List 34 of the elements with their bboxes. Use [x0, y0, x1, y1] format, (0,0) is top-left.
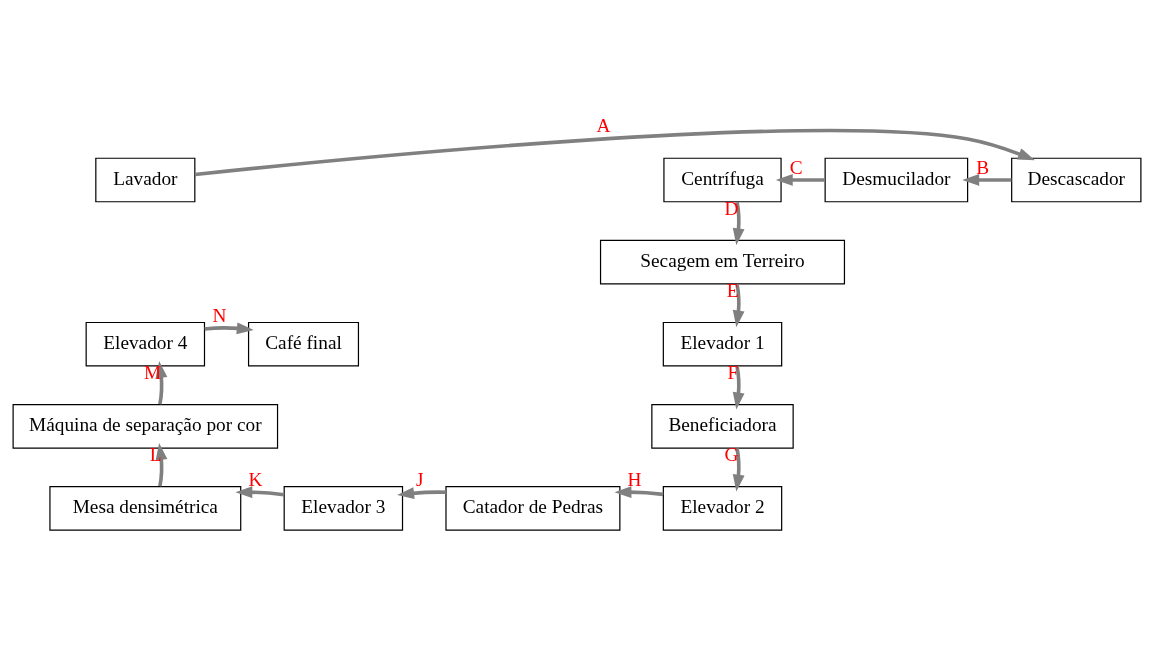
arrow	[194, 128, 1035, 176]
edge-label: C	[789, 156, 803, 178]
arrow	[204, 321, 254, 334]
node-box: Elevador 4	[85, 321, 206, 367]
node-box: Beneficiadora	[651, 403, 794, 449]
arrow	[155, 442, 168, 486]
arrow	[732, 283, 745, 327]
arrow	[614, 485, 664, 498]
arrow	[775, 173, 825, 186]
node-box: Elevador 1	[662, 321, 783, 367]
node-box: Máquina de separação por cor	[12, 403, 279, 449]
arrow	[397, 486, 446, 499]
arrow	[732, 201, 745, 245]
edge-label: K	[248, 468, 263, 490]
node-box: Mesa densimétrica	[49, 485, 242, 531]
node-box: Elevador 2	[662, 485, 783, 531]
edge-label: N	[212, 304, 227, 326]
node-box: Descascador	[1011, 157, 1142, 202]
edge-label: H	[627, 468, 642, 490]
node-box: Centrífuga	[663, 157, 782, 202]
node-box: Elevador 3	[283, 485, 404, 531]
arrow	[732, 447, 745, 492]
edge-label: A	[596, 114, 611, 136]
arrow	[235, 485, 285, 498]
edge-label: B	[976, 156, 990, 178]
node-box: Secagem em Terreiro	[599, 239, 846, 284]
arrow	[962, 173, 1012, 186]
arrow	[732, 365, 745, 409]
node-box: Café final	[247, 321, 360, 367]
node-box: Catador de Pedras	[445, 485, 621, 531]
node-box: Desmucilador	[824, 157, 969, 202]
edge-label: J	[415, 468, 424, 490]
node-box: Lavador	[95, 157, 196, 202]
arrow	[155, 360, 168, 404]
